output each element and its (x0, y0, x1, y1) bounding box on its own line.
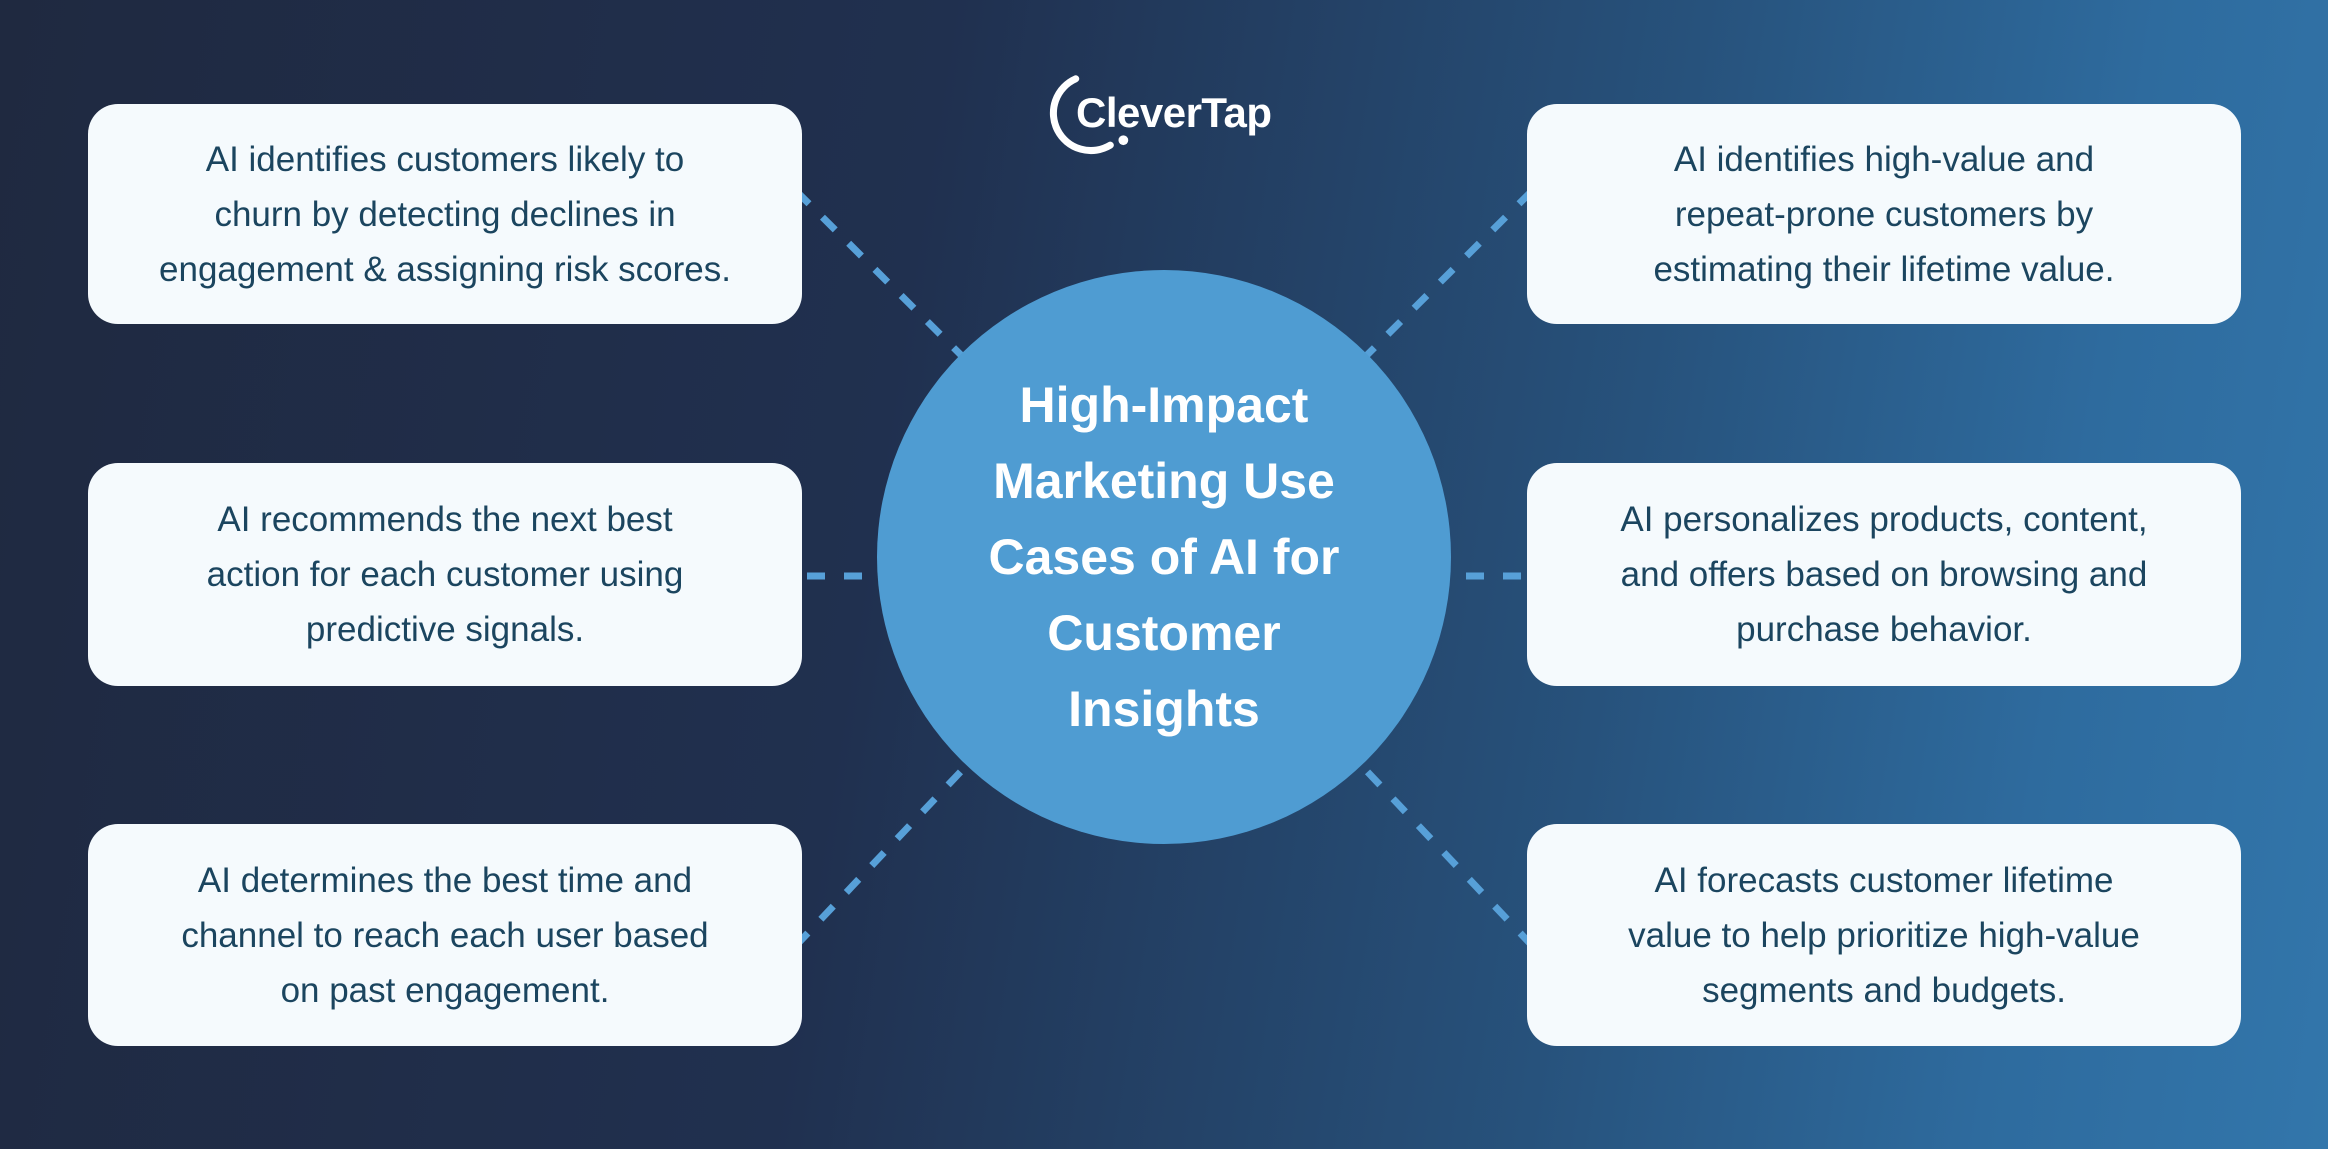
clevertap-logo: CleverTap (1046, 68, 1272, 158)
clevertap-dot-icon (1118, 135, 1129, 146)
card-text: AI personalizes products, content, and o… (1620, 500, 2148, 649)
card-text: AI forecasts customer lifetime value to … (1628, 860, 2140, 1010)
card-clv-forecast: AI forecasts customer lifetime value to … (1527, 824, 2241, 1046)
card-churn-risk: AI identifies customers likely to churn … (88, 104, 802, 324)
card-best-time-channel: AI determines the best time and channel … (88, 824, 802, 1046)
card-text: AI identifies customers likely to churn … (159, 139, 731, 289)
clevertap-logo-text: CleverTap (1076, 89, 1272, 136)
diagram-title: High-Impact Marketing Use Cases of AI fo… (988, 377, 1340, 737)
card-next-best-action: AI recommends the next best action for e… (88, 463, 802, 686)
card-text: AI identifies high-value and repeat-pron… (1653, 139, 2115, 289)
card-text: AI recommends the next best action for e… (206, 500, 684, 649)
card-personalization: AI personalizes products, content, and o… (1527, 463, 2241, 686)
card-high-value-customers: AI identifies high-value and repeat-pron… (1527, 104, 2241, 324)
clevertap-arc-icon (1049, 75, 1129, 155)
center-circle: High-Impact Marketing Use Cases of AI fo… (877, 270, 1451, 844)
card-text: AI determines the best time and channel … (181, 860, 709, 1010)
